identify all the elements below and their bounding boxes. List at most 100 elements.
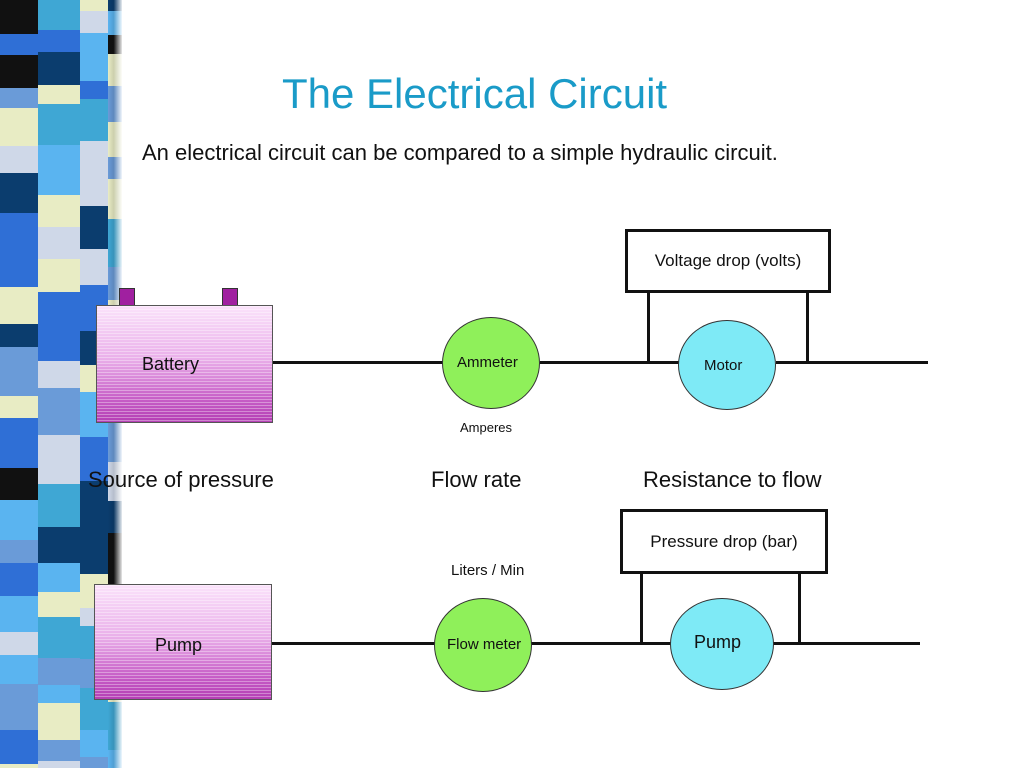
side-strip-block (38, 388, 82, 435)
battery-label: Battery (142, 354, 200, 374)
side-strip-block (0, 655, 40, 684)
side-strip-block (38, 0, 82, 30)
side-strip-block (38, 761, 82, 768)
side-strip-block (80, 206, 110, 229)
voltage-drop-lead-right (806, 290, 809, 362)
side-strip-block (38, 563, 82, 592)
side-strip-column (0, 0, 40, 768)
side-strip-block (0, 34, 40, 55)
side-strip-block (0, 396, 40, 418)
side-strip-block (0, 563, 40, 596)
electrical-wire-ammeter-to-motor (540, 361, 680, 364)
hydraulic-pipe-meter-to-pump (530, 642, 672, 645)
voltage-drop-box: Voltage drop (volts) (625, 229, 831, 293)
side-strip-block (0, 55, 40, 88)
side-strip-block (0, 704, 40, 730)
side-strip-block (38, 658, 82, 685)
side-strip-block (0, 730, 40, 764)
side-strip-block (38, 617, 82, 658)
side-strip-block (38, 592, 82, 617)
side-strip-block (0, 287, 40, 324)
hydraulic-pump-circle (670, 598, 774, 690)
side-strip-block (0, 500, 40, 540)
voltage-drop-lead-left (647, 290, 650, 362)
side-strip-block (80, 81, 110, 99)
slide-title: The Electrical Circuit (282, 70, 668, 117)
side-strip-block (38, 740, 82, 761)
hydraulic-pipe-pump-to-meter (270, 642, 436, 645)
side-strip-block (38, 527, 82, 563)
side-strip-block (38, 361, 82, 388)
side-strip-block (0, 108, 40, 146)
concept-source-of-pressure: Source of pressure (88, 467, 274, 492)
side-strip-block (0, 347, 40, 396)
side-strip-block (38, 435, 82, 484)
battery-box (96, 305, 273, 423)
pump-source-label: Pump (155, 635, 203, 655)
pump-box (94, 584, 272, 700)
battery-terminal-right (222, 288, 238, 306)
concept-resistance-to-flow: Resistance to flow (643, 467, 822, 492)
side-strip-block (38, 195, 82, 227)
side-strip-block (38, 227, 82, 259)
side-strip-block (0, 764, 40, 768)
amperes-label: Amperes (460, 420, 513, 435)
hydraulic-pipe-out (770, 642, 920, 645)
flow-meter-label: Flow meter (447, 636, 522, 653)
side-strip-block (38, 292, 82, 318)
pressure-drop-lead-left (640, 571, 643, 643)
side-strip-block (0, 632, 40, 655)
side-strip-block (0, 213, 40, 247)
side-strip-block (0, 418, 40, 468)
side-strip-block (38, 703, 82, 740)
side-strip-block (0, 88, 40, 108)
side-strip-block (80, 437, 110, 481)
motor-label: Motor (704, 357, 743, 374)
pressure-drop-box: Pressure drop (bar) (620, 509, 828, 574)
side-strip-block (38, 85, 82, 104)
side-strip-block (0, 540, 40, 563)
hydraulic-pump-label: Pump (694, 632, 742, 652)
electrical-wire-battery-to-ammeter (272, 361, 444, 364)
side-strip-block (38, 259, 82, 292)
side-strip-block (38, 104, 82, 145)
side-strip-block (38, 30, 82, 52)
side-strip-block (80, 481, 110, 504)
side-strip-block (80, 141, 110, 181)
side-strip-block (0, 684, 40, 704)
side-strip-block (80, 181, 110, 206)
side-strip-block (0, 0, 40, 34)
side-strip-block (0, 324, 40, 347)
electrical-wire-motor-out (776, 361, 928, 364)
side-strip-block (80, 0, 110, 11)
side-strip-block (80, 33, 110, 81)
side-strip-block (80, 249, 110, 285)
pressure-drop-lead-right (798, 571, 801, 643)
flow-meter-circle (434, 598, 532, 692)
side-strip-block (0, 596, 40, 632)
side-strip-block (38, 318, 82, 361)
side-strip-block (80, 11, 110, 33)
side-strip-block (0, 247, 40, 287)
side-strip-block (80, 543, 110, 574)
slide-subtitle: An electrical circuit can be compared to… (142, 140, 778, 165)
side-strip-block (80, 757, 110, 768)
liters-per-min-label: Liters / Min (451, 562, 525, 579)
side-strip-block (80, 229, 110, 249)
ammeter-circle (442, 317, 540, 409)
side-strip-block (80, 99, 110, 141)
side-strip-block (38, 685, 82, 703)
battery-terminal-left (119, 288, 135, 306)
side-strip-block (38, 484, 82, 527)
side-strip-block (0, 173, 40, 213)
ammeter-label: Ammeter (457, 354, 518, 371)
side-strip-block (80, 730, 110, 757)
side-strip-block (38, 145, 82, 195)
side-strip-column (38, 0, 82, 768)
side-strip-block (0, 468, 40, 500)
side-strip-block (0, 146, 40, 173)
concept-flow-rate: Flow rate (431, 467, 522, 492)
motor-circle (678, 320, 776, 410)
side-strip-block (80, 504, 110, 543)
side-strip-block (38, 52, 82, 85)
